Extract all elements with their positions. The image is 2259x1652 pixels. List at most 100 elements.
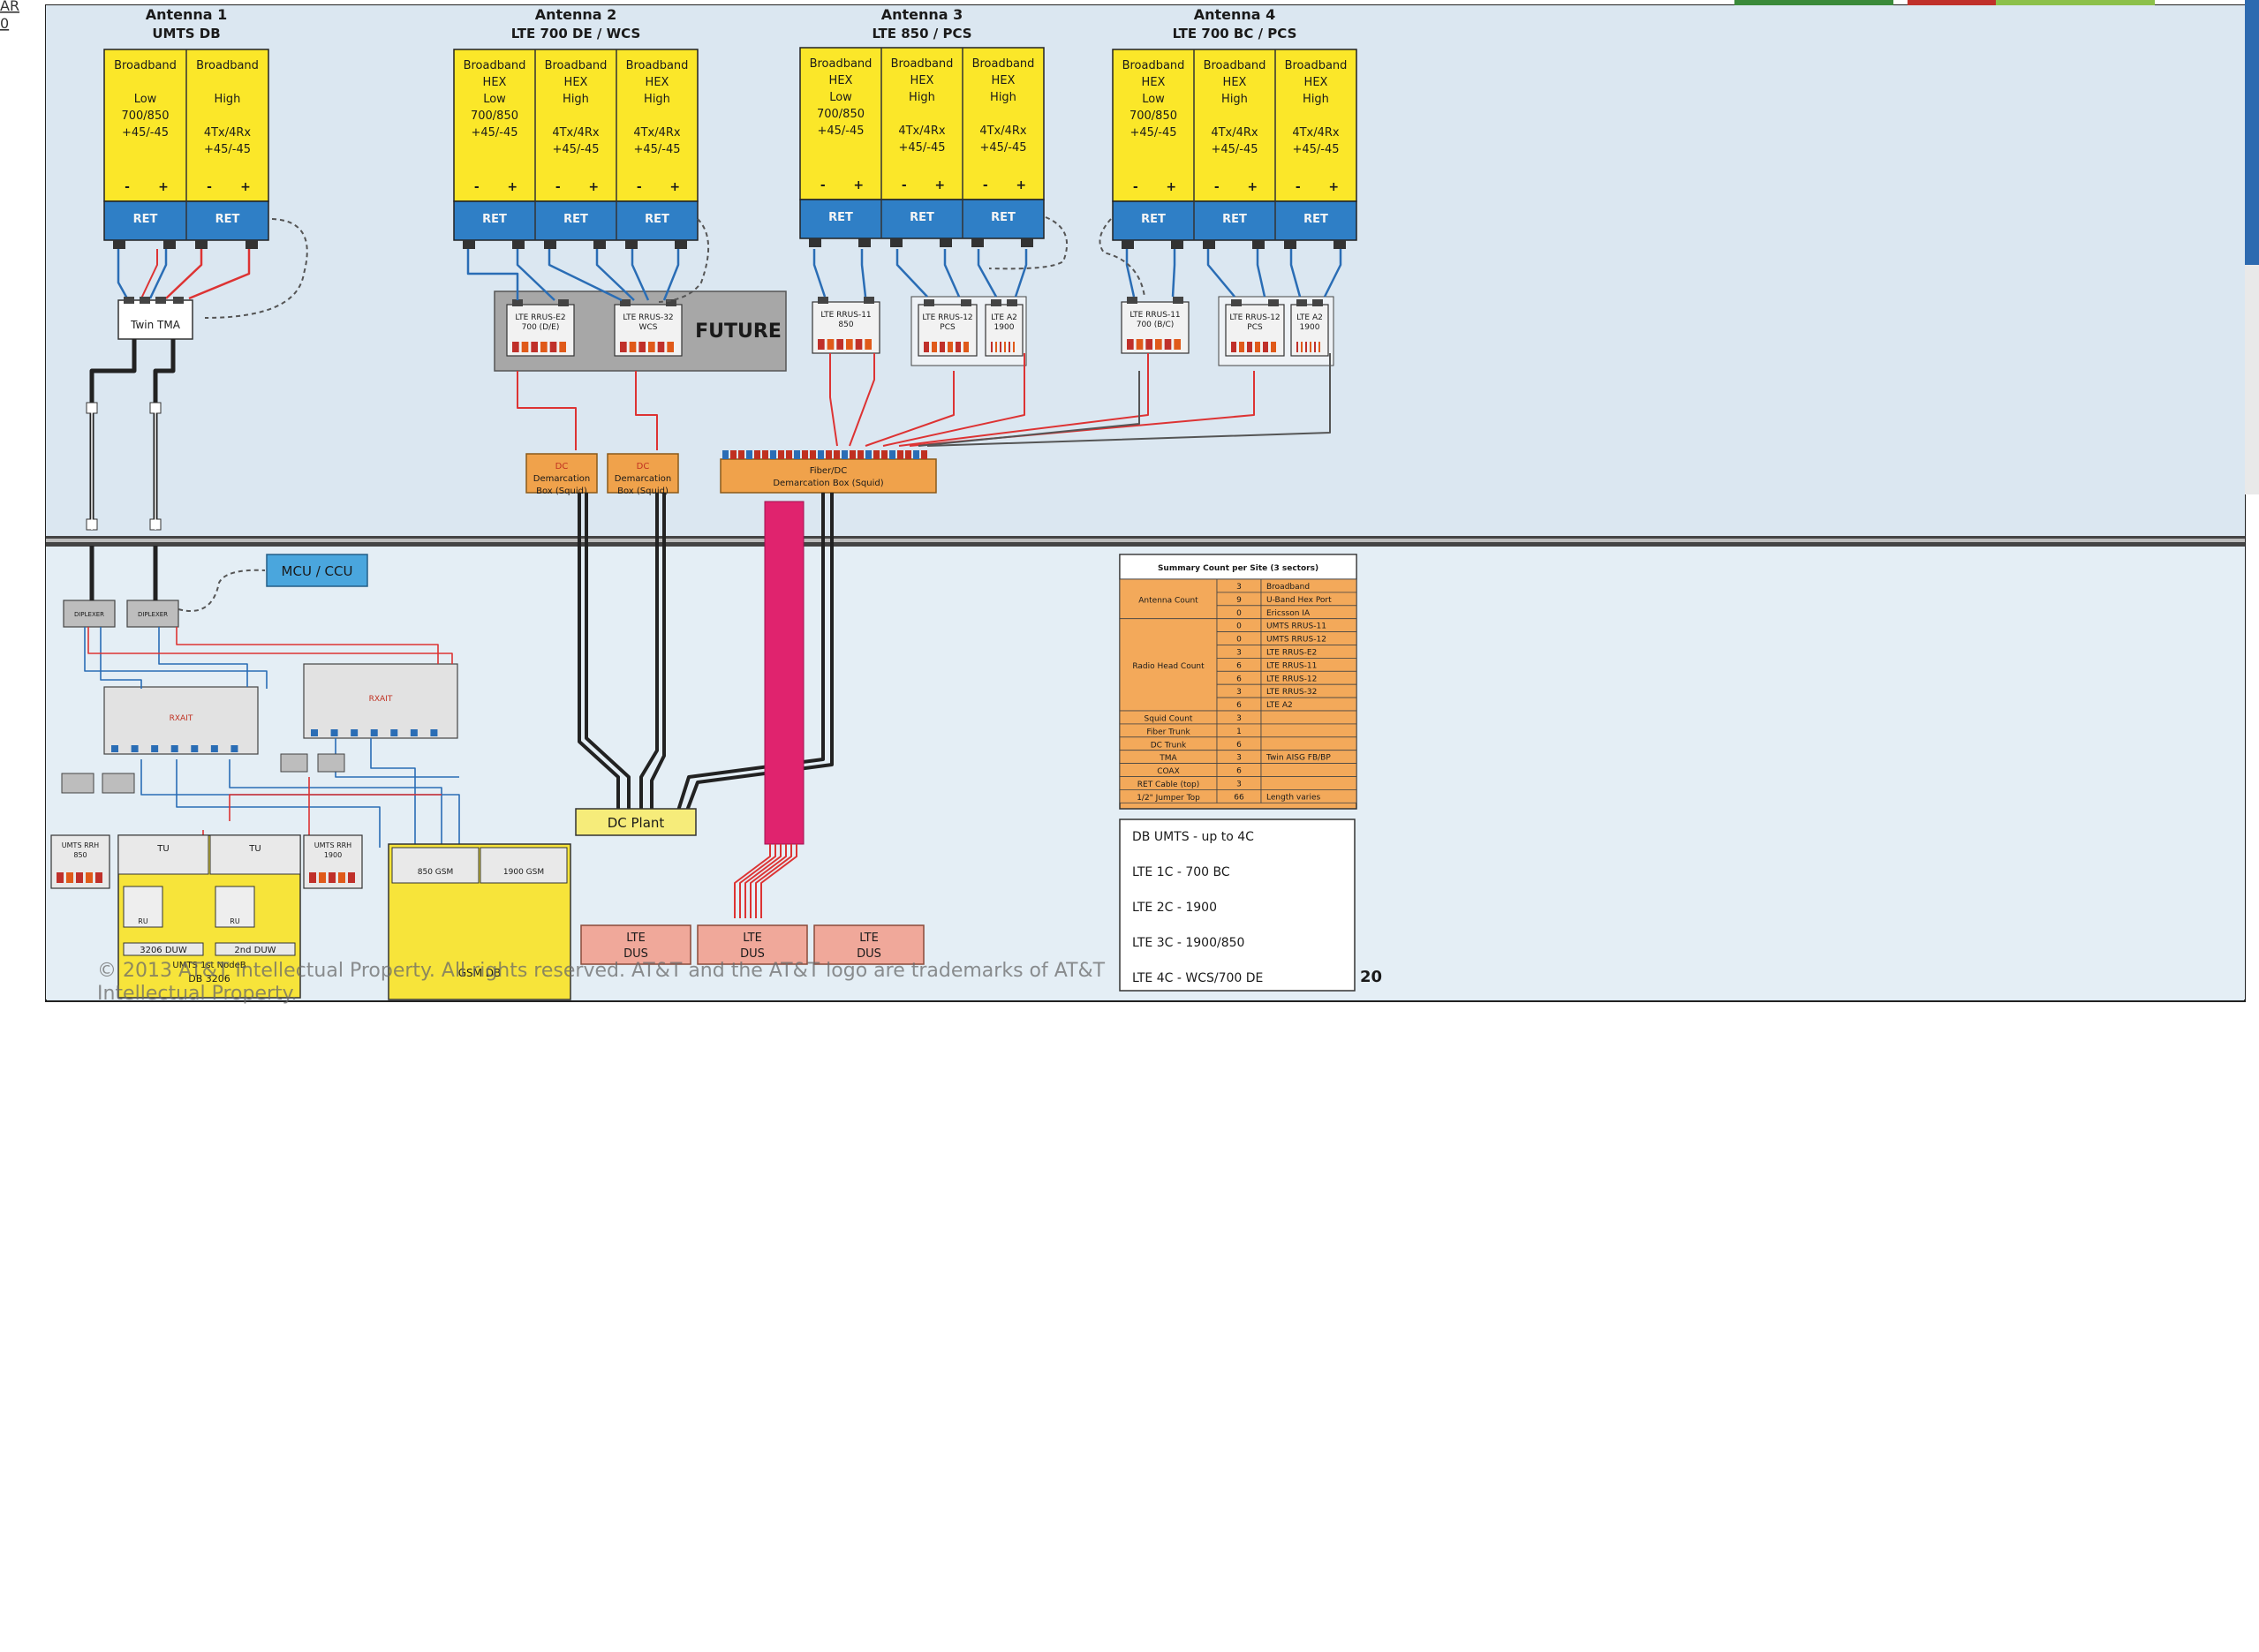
rru-top-port xyxy=(1312,299,1323,306)
rxait-port xyxy=(351,729,359,736)
antenna-title: Antenna 4 xyxy=(1194,6,1276,23)
port-label: HEX xyxy=(1304,76,1328,89)
squid-port xyxy=(873,450,880,459)
rru-port xyxy=(1296,342,1298,352)
rxait-unit xyxy=(103,686,259,755)
summary-desc-cell xyxy=(1260,710,1357,725)
summary-desc-cell xyxy=(1260,723,1357,738)
rru-port xyxy=(991,342,993,352)
ret-label: RET xyxy=(1222,213,1247,226)
rru-top-port xyxy=(1173,297,1183,304)
rru-port xyxy=(956,342,961,352)
tma-port xyxy=(155,297,166,304)
antenna-body xyxy=(1112,49,1357,202)
port-label: Broadband xyxy=(114,59,177,72)
copyright-watermark: © 2013 AT&T Intellectual Property. All r… xyxy=(97,960,1106,1005)
rru-port xyxy=(549,342,557,352)
rru-port xyxy=(648,342,655,352)
summary-group-label: Squid Count xyxy=(1145,714,1193,723)
port-label: 4Tx/4Rx xyxy=(898,124,946,138)
rru-top-port xyxy=(1296,299,1307,306)
summary-group-label: Radio Head Count xyxy=(1132,662,1205,671)
copyright-line: Intellectual Property. xyxy=(97,983,298,1005)
summary-count: 3 xyxy=(1236,781,1242,789)
summary-count: 1 xyxy=(1236,728,1242,736)
jumper-blue xyxy=(1206,249,1235,298)
antenna-title: Antenna 2 xyxy=(535,6,617,23)
connector xyxy=(1171,240,1183,249)
ru-label: RU xyxy=(230,917,240,925)
summary-desc: LTE RRUS-11 xyxy=(1266,661,1317,670)
rru-port xyxy=(1231,342,1236,352)
summary-count: 0 xyxy=(1236,622,1242,631)
rru-port xyxy=(963,342,969,352)
port-label: 700/850 xyxy=(817,108,865,121)
jumper-blue xyxy=(943,249,961,298)
port-label: HEX xyxy=(992,74,1016,87)
rru-label: LTE A2 xyxy=(1296,313,1323,322)
rru-port xyxy=(540,342,548,352)
rf-cable xyxy=(370,738,416,848)
port-label: 4Tx/4Rx xyxy=(979,124,1027,138)
rrh-port xyxy=(66,872,73,883)
diplexer-label: DIPLEXER xyxy=(138,611,168,618)
rru-port xyxy=(1164,339,1172,350)
squid-port xyxy=(842,450,848,459)
rf-cable xyxy=(335,738,459,778)
squid-port xyxy=(786,450,792,459)
connector xyxy=(858,238,871,247)
connector xyxy=(195,240,208,249)
squid-port xyxy=(897,450,903,459)
port-label: Broadband xyxy=(464,59,526,72)
polarity-plus: + xyxy=(507,180,518,194)
rxait-unit xyxy=(303,663,458,739)
squid-label: Box (Squid) xyxy=(617,487,669,496)
ret-label: RET xyxy=(991,211,1016,224)
ret-control-cable xyxy=(204,218,308,319)
port-label: High xyxy=(990,91,1016,104)
port-label: +45/-45 xyxy=(898,141,945,155)
rru-port xyxy=(1127,339,1134,350)
summary-group-label: Fiber Trunk xyxy=(1146,728,1190,736)
jumper-red xyxy=(188,249,251,300)
port-label: HEX xyxy=(1223,76,1247,89)
rxait-port xyxy=(170,745,178,752)
port-label: Broadband xyxy=(1285,59,1348,72)
nodeb-label: DB 3206 xyxy=(188,973,230,984)
summary-group-label: COAX xyxy=(1157,767,1180,776)
summary-group-cell xyxy=(1119,618,1218,712)
duw-label: 3206 DUW xyxy=(140,946,187,955)
rru-label: LTE RRUS-11 xyxy=(1130,311,1180,320)
port-label: High xyxy=(909,91,935,104)
dc-trunk xyxy=(578,493,620,811)
rxait-label: RXAIT xyxy=(170,714,193,723)
fiber-breakout xyxy=(750,844,787,918)
summary-count: 3 xyxy=(1236,688,1242,697)
fiber-squid-label: Demarcation Box (Squid) xyxy=(773,479,883,488)
jumper-blue xyxy=(1125,249,1136,298)
polarity-minus: - xyxy=(1133,180,1138,194)
rru-port xyxy=(1239,342,1244,352)
jumper-red xyxy=(140,249,158,299)
fiber-cable xyxy=(918,371,1140,447)
port-label: Broadband xyxy=(545,59,608,72)
port-label: HEX xyxy=(910,74,934,87)
squid-port xyxy=(889,450,895,459)
rru-label: LTE RRUS-12 xyxy=(1229,313,1280,322)
port-label: HEX xyxy=(829,74,853,87)
port-label: +45/-45 xyxy=(633,143,680,156)
jumper-blue xyxy=(516,249,555,301)
rxait-port xyxy=(430,729,438,736)
ret-strip xyxy=(799,199,1045,239)
summary-desc-cell xyxy=(1260,763,1357,777)
rru-band: 1900 xyxy=(994,323,1015,332)
connector xyxy=(940,238,952,247)
lte-dus xyxy=(697,924,808,965)
ret-strip xyxy=(453,200,699,241)
rru-label: LTE A2 xyxy=(991,313,1017,322)
summary-count: 0 xyxy=(1236,636,1242,645)
splitter xyxy=(317,753,345,773)
config-item: LTE 2C - 1900 xyxy=(1132,901,1217,915)
port-label: High xyxy=(1303,93,1329,106)
ret-label: RET xyxy=(1303,213,1328,226)
